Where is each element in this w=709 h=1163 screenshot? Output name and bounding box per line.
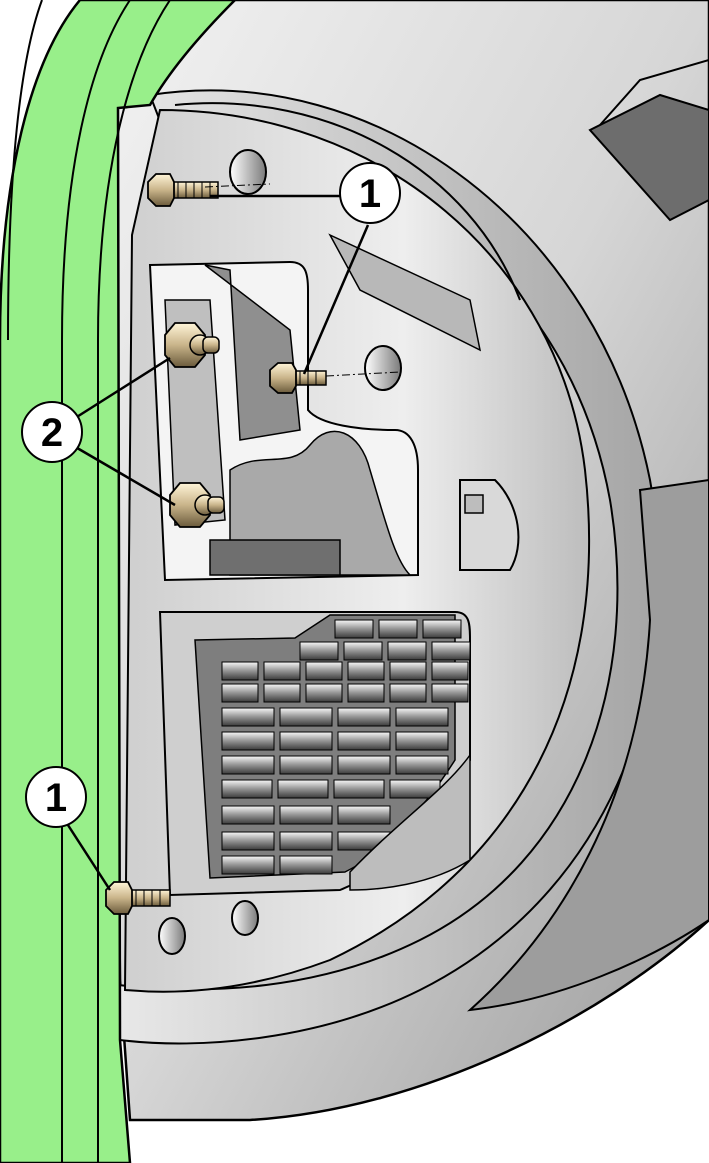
svg-text:1: 1 xyxy=(45,776,67,820)
reflector-cell xyxy=(378,619,418,639)
reflector-cells xyxy=(221,619,471,875)
reflector-cell xyxy=(221,731,275,751)
hex-nut-icon xyxy=(169,482,225,528)
reflector-cell xyxy=(343,641,383,661)
reflector-cell xyxy=(347,661,385,681)
callout-1-top: 1 xyxy=(339,162,401,224)
reflector-cell xyxy=(337,755,391,775)
guide-pin-upper-right xyxy=(364,345,402,391)
reflector-cell xyxy=(389,683,427,703)
reflector-cell xyxy=(305,661,343,681)
reflector-cell xyxy=(395,707,449,727)
reflector-cell xyxy=(337,805,391,825)
reflector-cell xyxy=(389,661,427,681)
guide-pin-lower-right xyxy=(231,900,259,936)
reflector-cell xyxy=(279,855,333,875)
reflector-cell xyxy=(337,707,391,727)
reflector-cell xyxy=(279,755,333,775)
reflector-grid-area xyxy=(158,611,471,897)
reflector-cell xyxy=(422,619,462,639)
svg-text:2: 2 xyxy=(41,411,63,455)
reflector-cell xyxy=(221,707,275,727)
hex-bolt-icon xyxy=(269,362,327,394)
reflector-cell xyxy=(263,661,301,681)
hex-bolt-icon xyxy=(147,173,219,207)
reflector-cell xyxy=(431,683,469,703)
reflector-cell xyxy=(347,683,385,703)
guide-pin-lower-left xyxy=(158,917,186,955)
reflector-cell xyxy=(299,641,339,661)
hex-nut-icon xyxy=(164,322,220,368)
reflector-cell xyxy=(221,805,275,825)
reflector-cell xyxy=(279,831,333,851)
reflector-cell xyxy=(221,855,275,875)
reflector-cell xyxy=(395,731,449,751)
reflector-cell xyxy=(387,641,427,661)
reflector-cell xyxy=(221,779,273,799)
reflector-cell xyxy=(431,661,469,681)
reflector-cell xyxy=(279,707,333,727)
reflector-cell xyxy=(221,661,259,681)
reflector-cell xyxy=(337,731,391,751)
guide-pin-upper-left xyxy=(229,149,267,195)
body-panel xyxy=(0,0,237,1163)
reflector-cell xyxy=(279,731,333,751)
reflector-cell xyxy=(334,619,374,639)
reflector-cell xyxy=(431,641,471,661)
hex-bolt-icon xyxy=(105,881,171,915)
callout-1-bottom: 1 xyxy=(25,766,87,828)
reflector-cell xyxy=(263,683,301,703)
svg-text:1: 1 xyxy=(359,172,381,216)
callout-2: 2 xyxy=(21,401,83,463)
reflector-cell xyxy=(277,779,329,799)
reflector-cell xyxy=(305,683,343,703)
reflector-cell xyxy=(279,805,333,825)
reflector-cell xyxy=(333,779,385,799)
reflector-cell xyxy=(221,683,259,703)
leader-lines xyxy=(64,194,370,891)
reflector-cell xyxy=(221,831,275,851)
reflector-cell xyxy=(221,755,275,775)
reflector-cell xyxy=(395,755,449,775)
